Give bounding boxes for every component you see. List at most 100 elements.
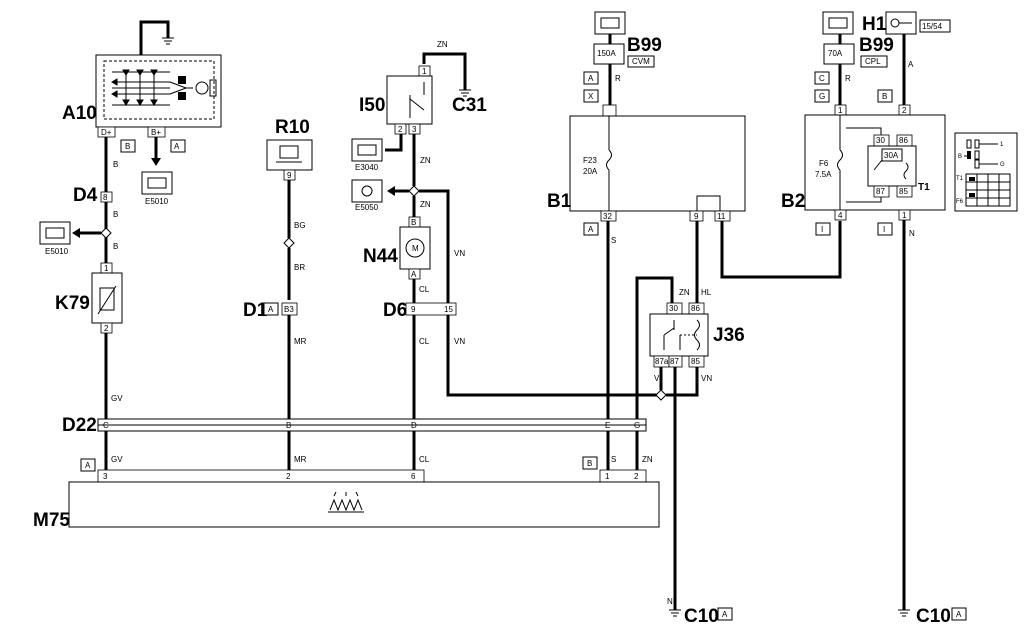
pin-j36-87a: 87a (655, 357, 669, 366)
label-k79: K79 (55, 293, 90, 314)
pin-d22-d: D (411, 421, 417, 430)
label-c10-right: C10 (916, 606, 951, 627)
heater-icon (328, 491, 364, 513)
pin-j36-30: 30 (669, 304, 678, 313)
label-n44: N44 (363, 246, 398, 267)
pin-relay-87: 87 (876, 187, 885, 196)
wire-r-2: R (845, 74, 851, 83)
legend-t1: T1 (956, 176, 964, 182)
label-relay-30a: 30A (884, 151, 899, 160)
wire-bg: BG (294, 221, 306, 230)
svg-text:M: M (412, 244, 419, 253)
wire-mr-1: MR (294, 337, 307, 346)
pin-i50-1: 1 (422, 67, 427, 76)
pin-k79-2: 2 (104, 324, 109, 333)
legend-f6: F6 (956, 199, 964, 205)
pin-m75-6: 6 (411, 472, 416, 481)
label-e5050: E5050 (355, 203, 379, 212)
j36-box (649, 313, 709, 357)
label-b1: B1 (547, 191, 572, 212)
tag-b-dplus: B (125, 142, 130, 151)
label-r10: R10 (275, 117, 310, 138)
label-cpl: CPL (865, 57, 881, 66)
panel-icon-e3040 (351, 138, 383, 162)
battery-icon (141, 171, 173, 195)
label-150a: 150A (597, 49, 616, 58)
tag-i-left: I (821, 225, 823, 234)
alternator-a10: A10 D+ B+ (62, 20, 222, 138)
tag-a-c10r: A (956, 610, 962, 619)
tag-a-bplus: A (174, 142, 180, 151)
wire-cl-1: CL (419, 285, 430, 294)
wire-n-1: N (667, 597, 673, 606)
wire-b-1: B (113, 160, 118, 169)
r10-box (266, 139, 313, 171)
label-i50: I50 (359, 95, 385, 116)
pin-b2-4: 4 (838, 211, 843, 220)
k79-box (91, 272, 123, 324)
wire-b-2: B (113, 210, 118, 219)
label-cvm: CVM (632, 57, 650, 66)
pin-d6-9: 9 (411, 305, 416, 314)
wire-zn-n44: ZN (420, 200, 431, 209)
pin-a10-dplus: D+ (101, 128, 112, 137)
wire-zn-j36: ZN (679, 288, 690, 297)
legend-b: B (958, 154, 962, 160)
label-d6: D6 (383, 300, 407, 321)
wire-br: BR (294, 263, 305, 272)
label-d4: D4 (73, 185, 98, 206)
wire-cl-2: CL (419, 337, 430, 346)
wire-gv-1: GV (111, 394, 123, 403)
label-j36: J36 (713, 325, 745, 346)
tag-c: C (819, 74, 825, 83)
pin-relay-86: 86 (899, 136, 908, 145)
label-a10: A10 (62, 103, 97, 124)
wire-r-1: R (615, 74, 621, 83)
n44-box (399, 226, 431, 270)
label-c10-left: C10 (684, 606, 719, 627)
tag-a-m75: A (85, 461, 91, 470)
label-t1: T1 (918, 182, 930, 193)
pin-b1-32: 32 (603, 212, 612, 221)
label-b99-left: B99 (627, 35, 662, 56)
label-f23-rating: 20A (583, 167, 598, 176)
pin-j36-87: 87 (670, 357, 679, 366)
lamp-icon-e5050 (351, 179, 383, 203)
d6-connector (405, 302, 457, 316)
battery-icon-2 (39, 221, 71, 245)
pin-n44-a: A (411, 270, 417, 279)
pin-b2-2: 2 (902, 106, 907, 115)
wire-v: V (654, 374, 660, 383)
legend-g: G (1000, 162, 1005, 168)
locator-legend: 1 B G T1 F6 (954, 132, 1018, 212)
pin-d22-e: E (605, 421, 610, 430)
label-b99-right: B99 (859, 35, 894, 56)
pin-a10-bplus: B+ (151, 128, 161, 137)
wire-hl: HL (701, 288, 712, 297)
pin-j36-85: 85 (691, 357, 700, 366)
pin-m75-1: 1 (605, 472, 610, 481)
wire-cl-3: CL (419, 455, 430, 464)
tag-b-h1: B (882, 92, 887, 101)
pin-relay-30: 30 (876, 136, 885, 145)
label-m75: M75 (33, 510, 70, 531)
legend-1: 1 (1000, 142, 1004, 148)
wire-zn-top: ZN (437, 40, 448, 49)
wire-b-3: B (113, 242, 118, 251)
wire-n-2: N (909, 229, 915, 238)
pin-d22-c: C (103, 421, 109, 430)
pin-d22-b: B (286, 421, 291, 430)
wire-vn-3: VN (701, 374, 712, 383)
wire-zn-m75: ZN (642, 455, 653, 464)
m75-box (68, 481, 660, 528)
label-f23: F23 (583, 156, 597, 165)
tag-a-b1: A (588, 225, 594, 234)
pin-b1-11: 11 (717, 212, 726, 221)
wire-s-1: S (611, 236, 616, 245)
pin-m75-2: 2 (286, 472, 291, 481)
pin-i50-3: 3 (412, 125, 417, 134)
pin-k79-1: 1 (104, 264, 109, 273)
pin-b1-9: 9 (694, 212, 699, 221)
pin-d22-g: G (634, 421, 640, 430)
label-h1: H1 (862, 14, 887, 35)
